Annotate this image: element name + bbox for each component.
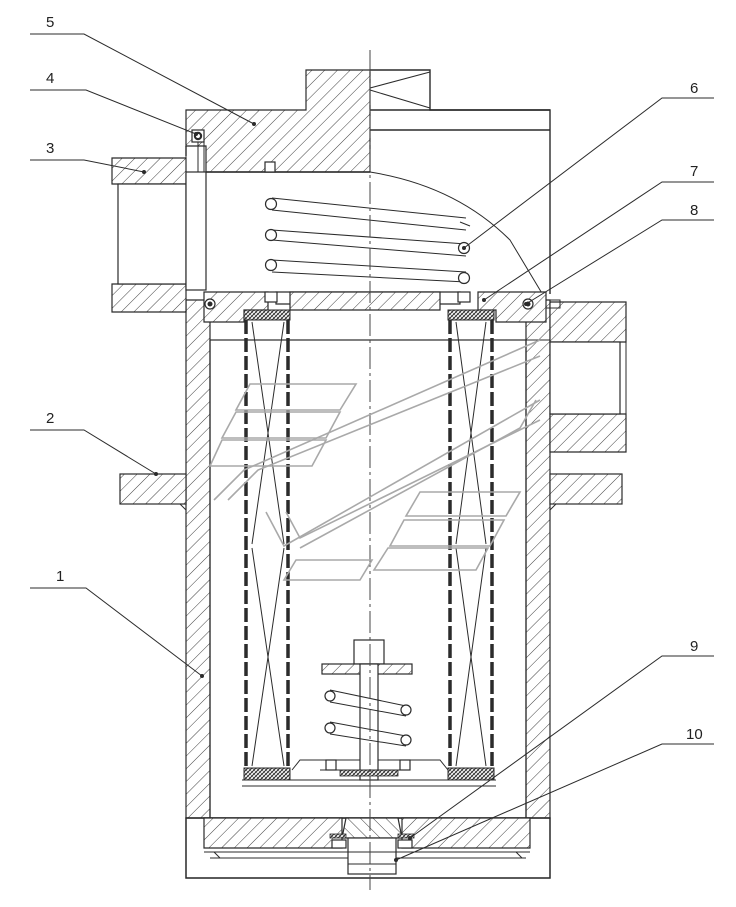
leader-lines [30,33,714,861]
flange-left [119,473,187,511]
drain-plug [329,817,415,875]
callout-1: 1 [56,568,64,585]
top-cover [185,69,551,301]
callout-5: 5 [46,14,54,31]
leader-2 [30,429,157,475]
leader-1 [30,587,203,677]
leader-3 [30,159,145,173]
callout-4: 4 [46,70,54,87]
flange-right [549,473,623,511]
leader-8 [525,219,714,305]
leader-7 [483,181,714,301]
callout-8: 8 [690,202,698,219]
seal-ring-left [204,298,216,310]
leader-6 [463,97,714,249]
leader-5 [30,33,255,125]
bypass-valve [320,639,413,781]
inlet-port [111,156,207,313]
callout-9: 9 [690,638,698,655]
leader-10 [395,743,714,861]
leader-4 [30,89,197,135]
stylized-logo-watermark [208,339,541,581]
callout-6: 6 [690,80,698,97]
outlet-port [526,299,627,453]
callout-7: 7 [690,163,698,180]
top-spring [264,161,471,303]
leader-dots [142,122,528,862]
callout-2: 2 [46,410,54,427]
housing-body [185,299,551,879]
callout-3: 3 [46,140,54,157]
callout-10: 10 [686,726,703,743]
leader-9 [409,655,714,839]
o-ring-top [191,129,205,172]
bottom-plate [203,817,531,859]
